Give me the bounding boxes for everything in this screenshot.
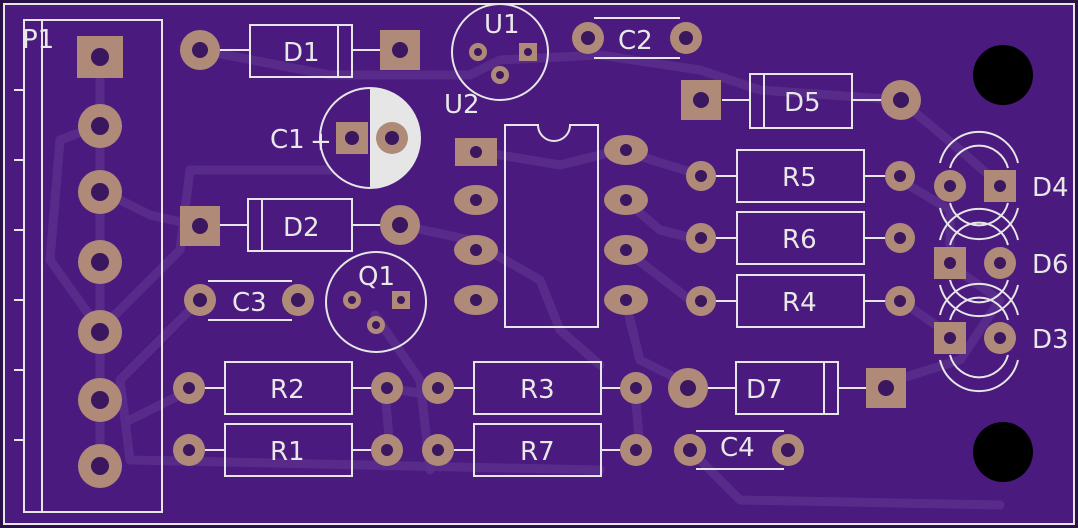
capacitor-c1 [319,87,421,189]
transistor-q1 [325,251,427,353]
resistor-r6 [686,211,915,265]
capacitor-c3 [184,280,314,321]
led-d3 [934,282,1019,393]
label-r7: R7 [520,437,555,467]
capacitor-c2 [572,17,702,59]
resistor-r1 [173,423,403,477]
label-u2: U2 [444,90,480,120]
resistor-r2 [173,361,403,415]
resistor-r5 [686,149,915,203]
label-c1: C1 [270,125,305,155]
label-c1-polarity: + [310,127,332,157]
label-p1: P1 [22,25,54,55]
label-d1: D1 [283,38,320,68]
connector-p1 [14,19,163,513]
label-d4: D4 [1032,173,1069,203]
p1-ticks [14,89,24,441]
resistor-r7 [422,423,652,477]
resistor-r4 [686,274,915,328]
label-d3: D3 [1032,325,1069,355]
label-r2: R2 [270,375,305,405]
label-r3: R3 [520,375,555,405]
label-r6: R6 [782,225,817,255]
label-r5: R5 [782,163,817,193]
diode-d5 [681,73,921,129]
mounting-hole-top [973,45,1033,105]
regulator-u1 [451,3,549,101]
label-d5: D5 [784,88,821,118]
ic-u2 [454,124,648,328]
label-r4: R4 [782,288,817,318]
label-d7: D7 [746,375,783,405]
diode-d2 [180,198,420,252]
led-d4 [934,130,1019,241]
led-d6 [934,207,1019,318]
mounting-hole-bottom [973,422,1033,482]
label-r1: R1 [270,437,305,467]
label-d2: D2 [283,213,320,243]
label-q1: Q1 [358,262,395,292]
resistor-r3 [422,361,652,415]
label-d6: D6 [1032,250,1069,280]
diode-d7 [668,361,906,415]
capacitor-c4 [674,430,804,470]
label-u1: U1 [484,10,520,40]
label-c2: C2 [618,26,653,56]
diode-d1 [180,24,420,78]
label-c3: C3 [232,288,267,318]
label-c4: C4 [720,433,755,463]
